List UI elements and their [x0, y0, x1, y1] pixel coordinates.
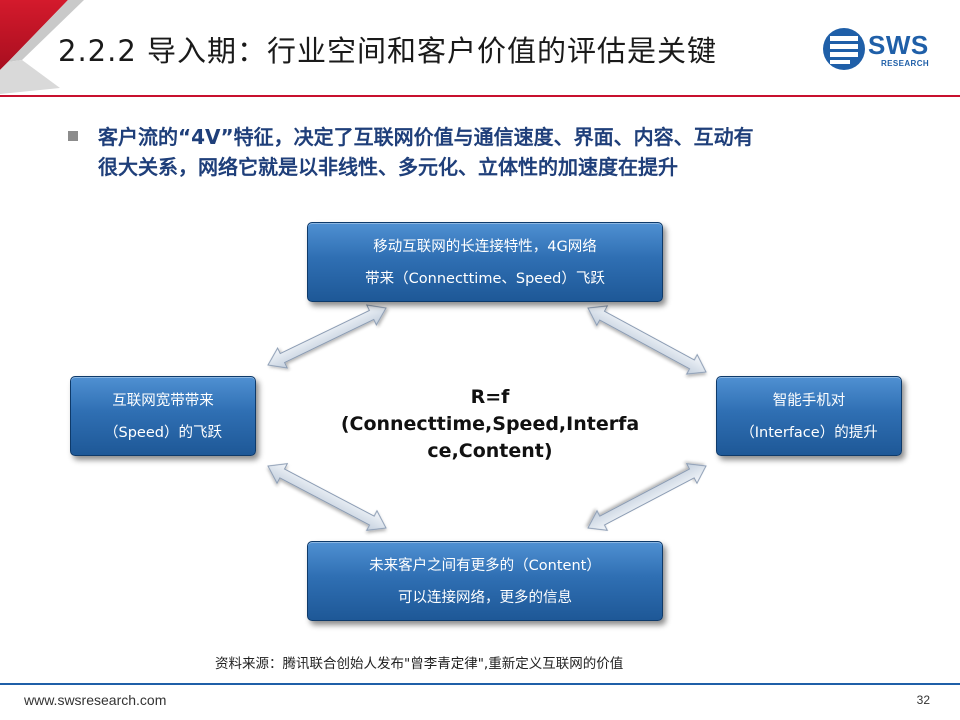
formula-line-3: ce,Content): [427, 440, 553, 462]
footer-divider: [0, 683, 960, 685]
bottom-box: 未来客户之间有更多的（Content） 可以连接网络，更多的信息: [307, 541, 663, 621]
arrow-right-bottom: [587, 463, 707, 531]
formula-line-2: (Connecttime,Speed,Interfa: [340, 413, 640, 435]
bullet-line-1: 客户流的“4V”特征，决定了互联网价值与通信速度、界面、内容、互动有: [98, 125, 754, 149]
sws-logo-icon: [823, 28, 865, 70]
left-box: 互联网宽带带来 （Speed）的飞跃: [70, 376, 256, 456]
sws-logo: SWS RESEARCH: [822, 24, 942, 74]
logo-subtext: RESEARCH: [881, 59, 930, 68]
bullet-line-2: 很大关系，网络它就是以非线性、多元化、立体性的加速度在提升: [98, 155, 678, 179]
arrow-top-right: [587, 305, 707, 375]
logo-text: SWS: [868, 30, 929, 60]
left-box-line-1: 互联网宽带带来: [112, 393, 214, 409]
title-bar: 2.2.2 导入期：行业空间和客户价值的评估是关键 SWS RESEARCH: [0, 0, 960, 100]
source-note: 资料来源：腾讯联合创始人发布"曾李青定律",重新定义互联网的价值: [215, 656, 624, 672]
footer-url: www.swsresearch.com: [24, 692, 167, 708]
right-box-line-1: 智能手机对: [772, 393, 846, 409]
arrow-left-top: [267, 304, 387, 369]
bottom-box-line-2: 可以连接网络，更多的信息: [398, 590, 572, 606]
right-box-line-2: （Interface）的提升: [740, 425, 878, 441]
top-box-line-1: 移动互联网的长连接特性，4G网络: [373, 239, 597, 255]
bottom-box-line-1: 未来客户之间有更多的（Content）: [369, 558, 601, 574]
formula: R=f (Connecttime,Speed,Interfa ce,Conten…: [325, 384, 655, 465]
arrow-left-bottom: [267, 463, 387, 531]
formula-line-1: R=f: [470, 386, 510, 408]
bullet-text: 客户流的“4V”特征，决定了互联网价值与通信速度、界面、内容、互动有 很大关系，…: [98, 122, 918, 182]
right-box: 智能手机对 （Interface）的提升: [716, 376, 902, 456]
page-number: 32: [916, 693, 930, 707]
top-box: 移动互联网的长连接特性，4G网络 带来（Connecttime、Speed）飞跃: [307, 222, 663, 302]
top-box-line-2: 带来（Connecttime、Speed）飞跃: [365, 271, 605, 287]
title-accent-graphic: [0, 0, 960, 97]
left-box-line-2: （Speed）的飞跃: [104, 425, 222, 441]
page-title: 2.2.2 导入期：行业空间和客户价值的评估是关键: [58, 34, 718, 68]
bullet-square-icon: [68, 131, 78, 141]
